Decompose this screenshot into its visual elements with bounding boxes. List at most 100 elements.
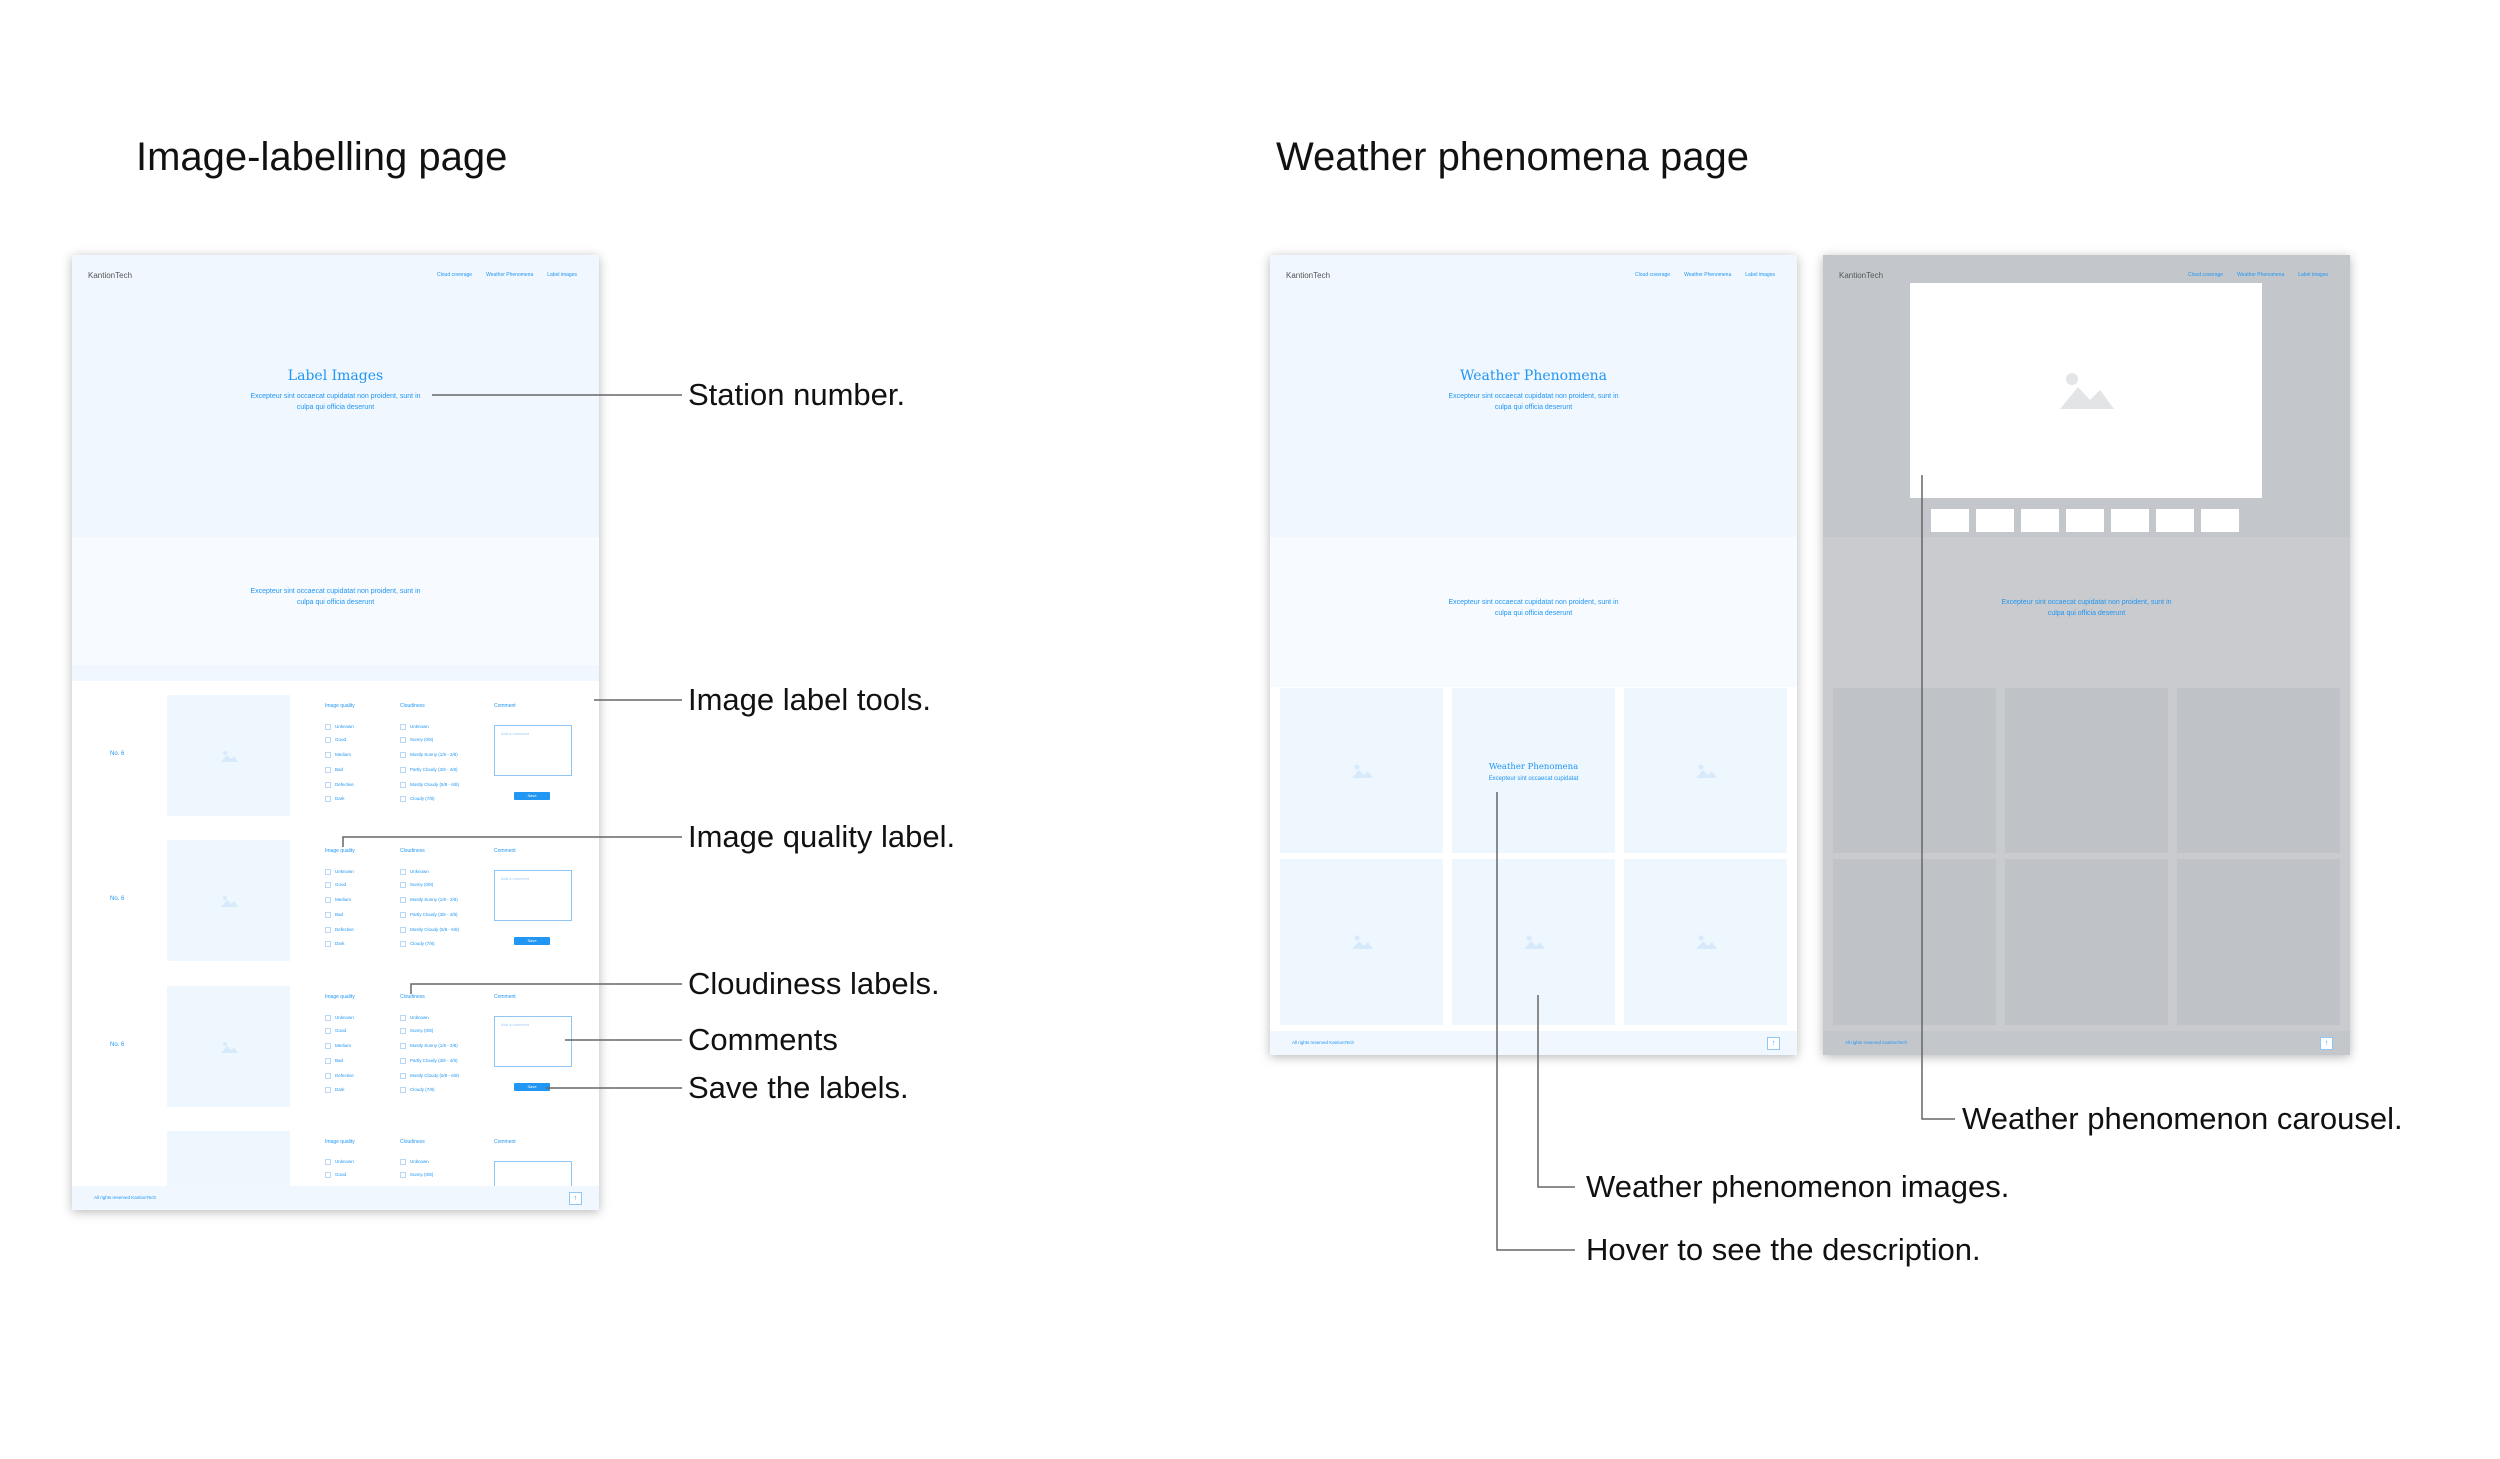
nav-item-weather-phenomena[interactable]: Weather Phenomena xyxy=(2237,272,2285,278)
carousel-thumbnail[interactable] xyxy=(2066,509,2104,532)
nav-item-weather-phenomena[interactable]: Weather Phenomena xyxy=(486,272,534,278)
phenomenon-image-tile-dimmed xyxy=(2005,859,2168,1025)
image-placeholder-icon xyxy=(221,1042,238,1053)
carousel-thumbnail[interactable] xyxy=(2156,509,2194,532)
save-button-label: Save xyxy=(527,1084,537,1089)
quality-option[interactable]: Bad xyxy=(325,1058,343,1064)
cloudiness-option[interactable]: Sunny (0/8) xyxy=(400,1028,433,1034)
cloudiness-option[interactable]: Partly Cloudy (3/8 - 4/8) xyxy=(400,912,458,918)
image-placeholder-icon xyxy=(1696,764,1717,778)
back-to-top-button[interactable]: ↑ xyxy=(1767,1037,1780,1050)
cloudiness-option[interactable]: Partly Cloudy (3/8 - 4/8) xyxy=(400,1058,458,1064)
top-nav: Cloud coverage Weather Phenomena Label i… xyxy=(1635,272,1775,278)
cloudiness-option[interactable]: Mostly Cloudy (5/8 - 6/8) xyxy=(400,782,459,788)
nav-item-cloud-coverage[interactable]: Cloud coverage xyxy=(1635,272,1671,278)
quality-option[interactable]: Defective xyxy=(325,927,354,933)
cloudiness-option[interactable]: Partly Cloudy (3/8 - 4/8) xyxy=(400,767,458,773)
quality-option[interactable]: Good xyxy=(325,1172,346,1178)
carousel-thumbnail[interactable] xyxy=(1931,509,1969,532)
cloudiness-option[interactable]: Sunny (0/8) xyxy=(400,737,433,743)
quality-option[interactable]: Medium xyxy=(325,897,351,903)
quality-option[interactable]: Medium xyxy=(325,752,351,758)
footer-text: All rights reserved KantionTech xyxy=(1292,1040,1355,1045)
carousel-thumbnail[interactable] xyxy=(2201,509,2239,532)
comment-header: Comment xyxy=(494,994,516,1000)
phenomenon-image-tile-hovered[interactable]: Weather Phenomena Excepteur sint occaeca… xyxy=(1452,688,1615,853)
quality-option[interactable]: Bad xyxy=(325,912,343,918)
cloudiness-option[interactable]: Mostly Sunny (1/8 - 2/8) xyxy=(400,752,458,758)
brand-logo[interactable]: KantionTech xyxy=(1839,271,1884,280)
sky-image-thumbnail[interactable] xyxy=(167,695,290,816)
save-button[interactable]: Save xyxy=(514,1083,550,1091)
save-button[interactable]: Save xyxy=(514,792,550,800)
cloudiness-header: Cloudiness xyxy=(400,994,425,1000)
carousel-thumbnail[interactable] xyxy=(1976,509,2014,532)
callout-cloudiness-labels: Cloudiness labels. xyxy=(688,966,940,1001)
quality-option[interactable]: Dark xyxy=(325,796,345,802)
carousel-thumbnail[interactable] xyxy=(2021,509,2059,532)
quality-option[interactable]: Good xyxy=(325,882,346,888)
cloudiness-option[interactable]: Unknown xyxy=(400,1159,429,1165)
phenomenon-image-tile[interactable] xyxy=(1624,859,1787,1025)
nav-item-cloud-coverage[interactable]: Cloud coverage xyxy=(2188,272,2224,278)
cloudiness-option[interactable]: Cloudy (7/8) xyxy=(400,941,435,947)
save-button[interactable]: Save xyxy=(514,937,550,945)
phenomenon-image-tile[interactable] xyxy=(1624,688,1787,853)
intro-text-1: Excepteur sint occaecat cupidatat non pr… xyxy=(250,588,421,595)
image-placeholder-icon xyxy=(1352,764,1373,778)
phenomenon-image-tile[interactable] xyxy=(1280,688,1443,853)
cloudiness-option[interactable]: Mostly Sunny (1/8 - 2/8) xyxy=(400,1043,458,1049)
cloudiness-header: Cloudiness xyxy=(400,848,425,854)
brand-logo[interactable]: KantionTech xyxy=(88,271,133,280)
comment-field[interactable]: Add a comment xyxy=(494,1016,572,1067)
intro-text-1: Excepteur sint occaecat cupidatat non pr… xyxy=(2001,599,2172,606)
callout-comments: Comments xyxy=(688,1022,838,1057)
phenomenon-image-tile[interactable] xyxy=(1452,859,1615,1025)
phenomenon-image-tile-dimmed xyxy=(2177,859,2340,1025)
quality-option[interactable]: Defective xyxy=(325,1073,354,1079)
cloudiness-option[interactable]: Unknown xyxy=(400,724,429,730)
quality-option[interactable]: Dark xyxy=(325,941,345,947)
comment-field[interactable]: Add a comment xyxy=(494,725,572,776)
quality-option[interactable]: Unknown xyxy=(325,1015,354,1021)
quality-option[interactable]: Bad xyxy=(325,767,343,773)
phenomenon-image-tile[interactable] xyxy=(1280,859,1443,1025)
carousel-main-image[interactable] xyxy=(1910,283,2262,498)
cloudiness-option[interactable]: Sunny (0/8) xyxy=(400,882,433,888)
left-section-title: Image-labelling page xyxy=(136,135,508,179)
image-quality-header: Image quality xyxy=(325,994,355,1000)
sky-image-thumbnail[interactable] xyxy=(167,1131,290,1191)
quality-option[interactable]: Dark xyxy=(325,1087,345,1093)
cloudiness-option[interactable]: Sunny (0/8) xyxy=(400,1172,433,1178)
cloudiness-option[interactable]: Unknown xyxy=(400,869,429,875)
cloudiness-option[interactable]: Mostly Cloudy (5/8 - 6/8) xyxy=(400,927,459,933)
comment-header: Comment xyxy=(494,703,516,709)
quality-option[interactable]: Good xyxy=(325,737,346,743)
carousel-thumbnail[interactable] xyxy=(2111,509,2149,532)
quality-option[interactable]: Defective xyxy=(325,782,354,788)
cloudiness-option[interactable]: Cloudy (7/8) xyxy=(400,1087,435,1093)
cloudiness-option[interactable]: Mostly Sunny (1/8 - 2/8) xyxy=(400,897,458,903)
quality-option[interactable]: Unknown xyxy=(325,1159,354,1165)
quality-option[interactable]: Good xyxy=(325,1028,346,1034)
comment-field[interactable]: Add a comment xyxy=(494,870,572,921)
sky-image-thumbnail[interactable] xyxy=(167,840,290,961)
cloudiness-option[interactable]: Cloudy (7/8) xyxy=(400,796,435,802)
station-number: No. 6 xyxy=(110,896,125,902)
nav-item-cloud-coverage[interactable]: Cloud coverage xyxy=(437,272,473,278)
quality-option[interactable]: Unknown xyxy=(325,869,354,875)
nav-item-weather-phenomena[interactable]: Weather Phenomena xyxy=(1684,272,1732,278)
brand-logo[interactable]: KantionTech xyxy=(1286,271,1331,280)
sky-image-thumbnail[interactable] xyxy=(167,986,290,1107)
cloudiness-option[interactable]: Unknown xyxy=(400,1015,429,1021)
cloudiness-option[interactable]: Mostly Cloudy (5/8 - 6/8) xyxy=(400,1073,459,1079)
nav-item-label-images[interactable]: Label images xyxy=(1745,272,1775,278)
back-to-top-button[interactable]: ↑ xyxy=(2320,1037,2333,1050)
intro-band xyxy=(1270,537,1797,687)
nav-item-label-images[interactable]: Label images xyxy=(2298,272,2328,278)
quality-option[interactable]: Unknown xyxy=(325,724,354,730)
back-to-top-button[interactable]: ↑ xyxy=(569,1192,582,1205)
nav-item-label-images[interactable]: Label images xyxy=(547,272,577,278)
quality-option[interactable]: Medium xyxy=(325,1043,351,1049)
footer-text: All rights reserved KantionTech xyxy=(94,1195,157,1200)
